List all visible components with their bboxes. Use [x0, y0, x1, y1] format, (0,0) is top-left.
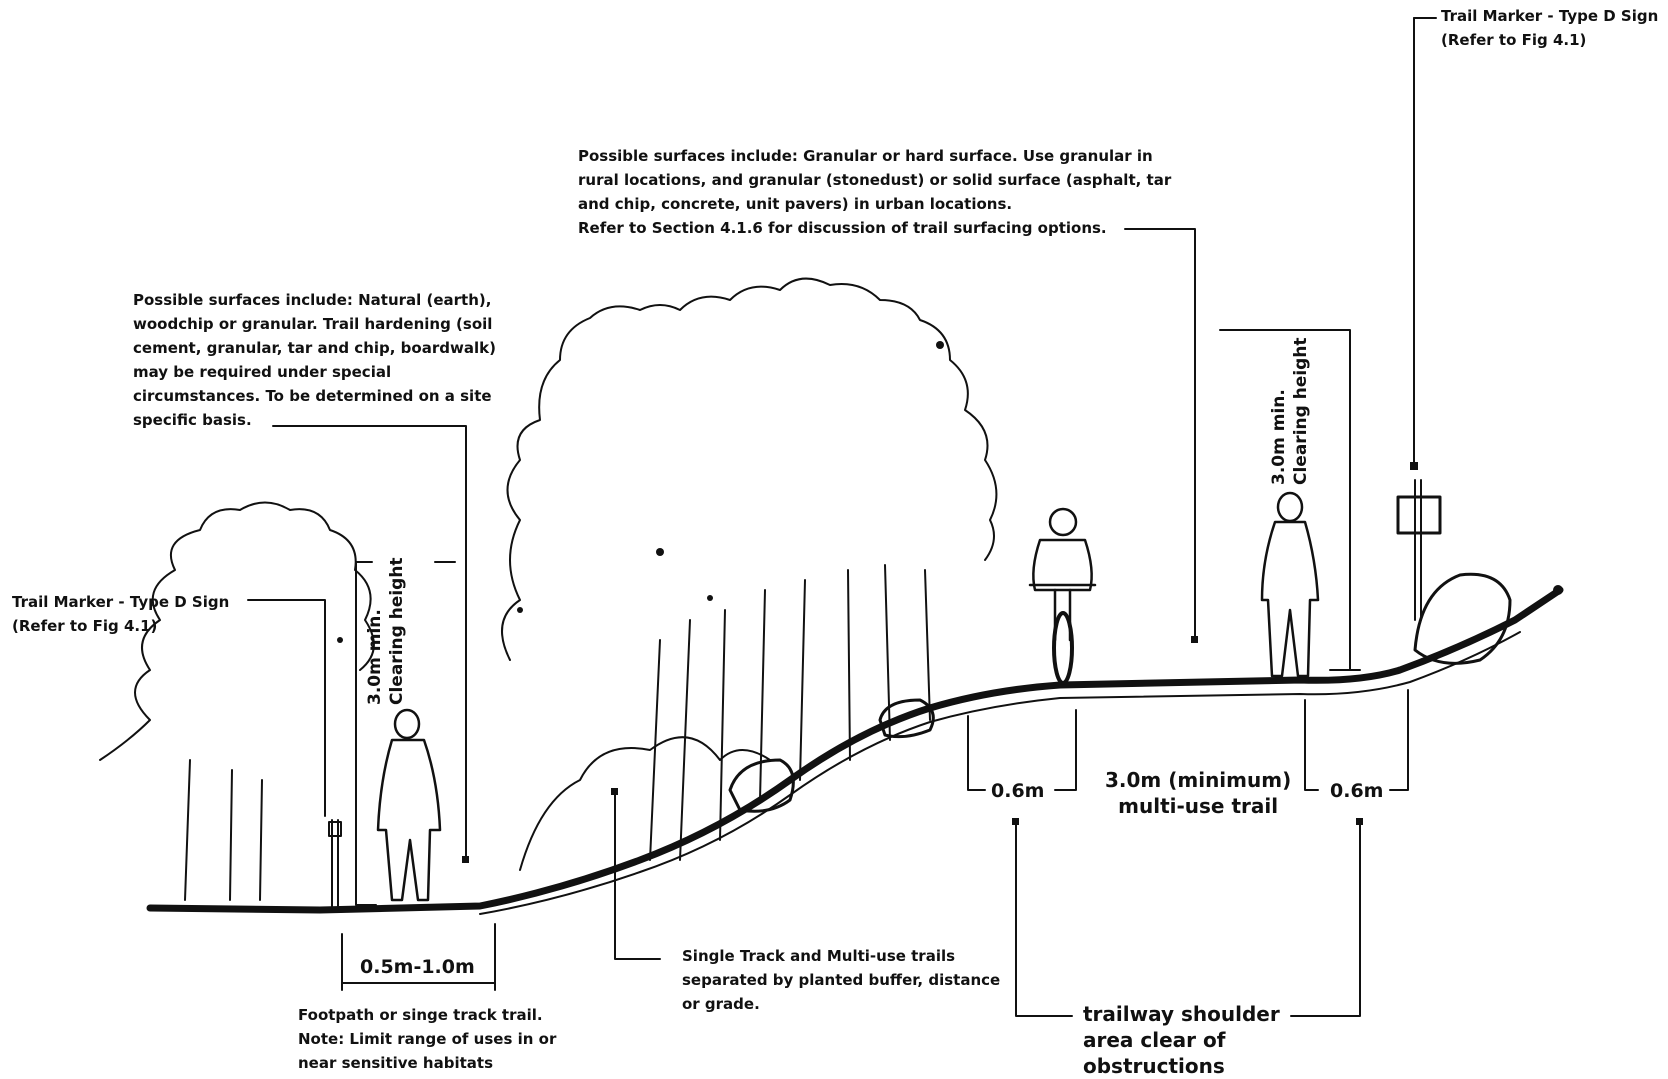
footpath-width-dimension: 0.5m-1.0m	[360, 956, 475, 978]
foliage-dot	[707, 595, 713, 601]
foliage-dot	[517, 607, 523, 613]
clearing-height-left-dimension: 3.0m min. Clearing height	[365, 557, 407, 705]
leader-end-marker	[1356, 818, 1363, 825]
trail-marker-post-right	[1396, 479, 1442, 621]
foliage-dot	[1553, 585, 1563, 595]
shoulder-note: trailway shoulder area clear of obstruct…	[1083, 1002, 1280, 1078]
dimension-lines	[341, 329, 1409, 991]
tree-canopy-outline	[501, 277, 998, 661]
multiuse-width-dimension: 3.0m (minimum) multi-use trail	[1105, 768, 1292, 818]
foliage-dot	[337, 637, 343, 643]
undergrowth	[519, 736, 771, 871]
multiuse-surfaces-note: Possible surfaces include: Granular or h…	[578, 147, 1172, 237]
trail-marker-left-label: Trail Marker - Type D Sign (Refer to Fig…	[12, 593, 230, 635]
ground-profile-under	[479, 631, 1521, 915]
ground-profile	[146, 586, 1564, 914]
tree-trunks	[184, 564, 931, 901]
leader-end-marker	[1410, 462, 1418, 470]
leader-end-marker	[1012, 818, 1019, 825]
footpath-note: Footpath or singe track trail. Note: Lim…	[298, 1006, 557, 1072]
leader-end-marker	[611, 788, 618, 795]
shoulder-left-dimension: 0.6m	[991, 780, 1045, 802]
footpath-surfaces-note: Possible surfaces include: Natural (eart…	[133, 291, 496, 429]
foliage-dot	[656, 548, 664, 556]
rock-left	[728, 758, 795, 813]
walker-left-figure	[376, 708, 442, 902]
separation-note: Single Track and Multi-use trails separa…	[682, 947, 1001, 1013]
trail-marker-post-left	[328, 819, 342, 911]
trail-marker-right-label: Trail Marker - Type D Sign (Refer to Fig…	[1441, 7, 1659, 49]
rock-right	[1413, 572, 1512, 665]
clearing-height-right-dimension: 3.0m min. Clearing height	[1269, 337, 1311, 485]
cyclist-figure	[1028, 507, 1097, 685]
rock-mid	[878, 698, 935, 739]
shoulder-right-dimension: 0.6m	[1330, 780, 1384, 802]
leader-end-marker	[462, 856, 469, 863]
leader-end-marker	[1191, 636, 1198, 643]
foliage-dot	[936, 341, 944, 349]
leader-lines	[247, 17, 1437, 1017]
walker-right-figure	[1260, 491, 1320, 678]
